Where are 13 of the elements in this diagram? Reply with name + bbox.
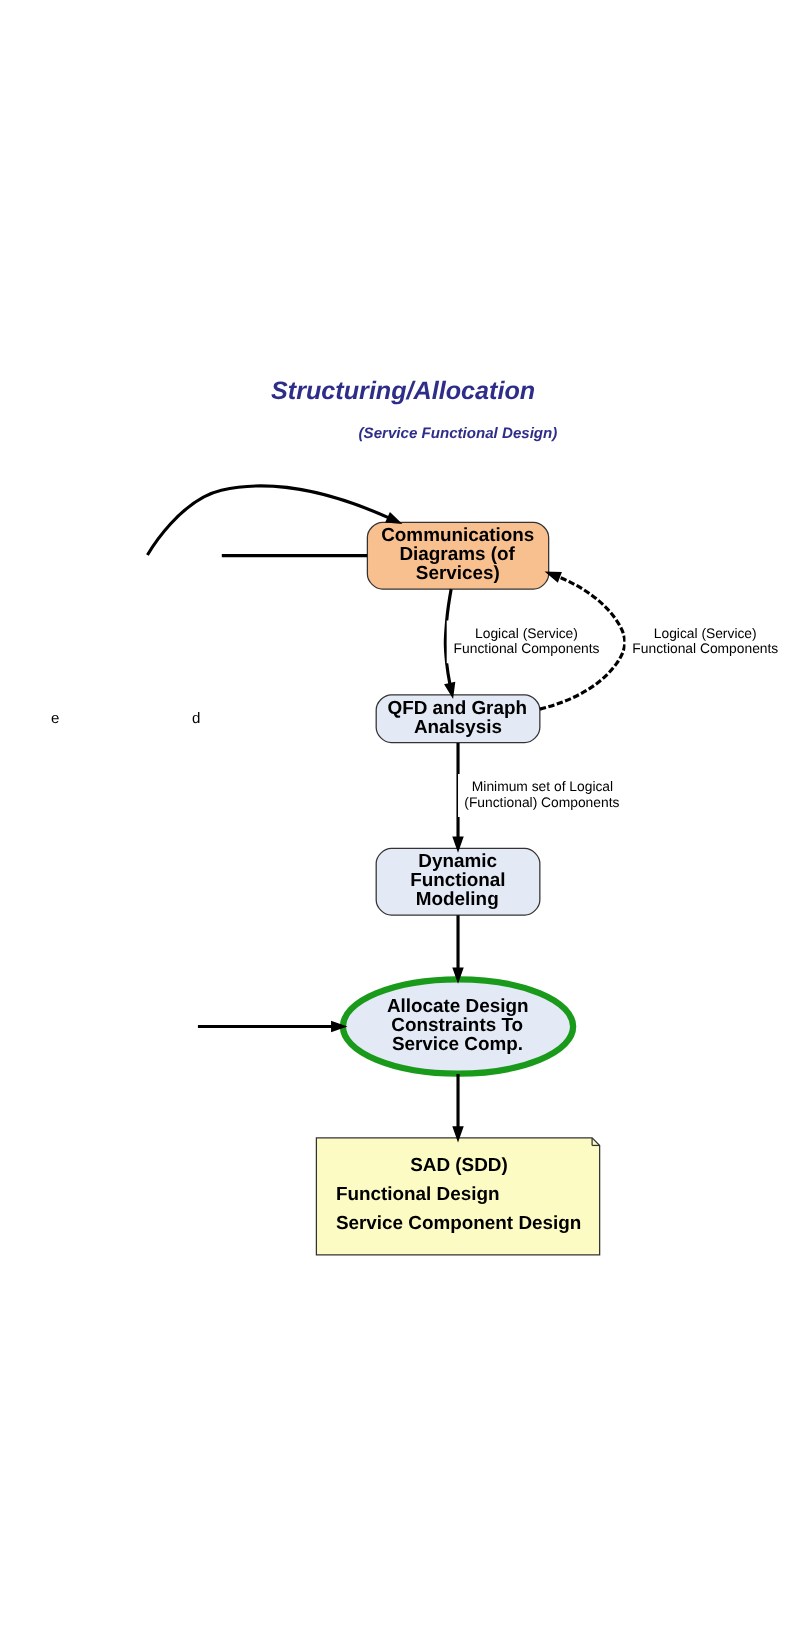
- node-box: QFD and Graph Analsysis: [375, 694, 541, 744]
- arrow: [539, 571, 627, 711]
- arrow: [452, 742, 464, 853]
- arrow: [452, 915, 464, 984]
- node-box: Communications Diagrams (of Services): [366, 521, 550, 590]
- arrow: [443, 588, 456, 700]
- node-box: Dynamic Functional Modeling: [375, 847, 541, 916]
- arrow: [452, 1073, 464, 1143]
- connector: [221, 554, 368, 558]
- node-ellipse: Allocate Design Constraints To Service Comp.: [339, 976, 577, 1077]
- arrow: [146, 484, 403, 556]
- diagram-title: Structuring/Allocation: [271, 376, 536, 405]
- arrow: [197, 1020, 348, 1033]
